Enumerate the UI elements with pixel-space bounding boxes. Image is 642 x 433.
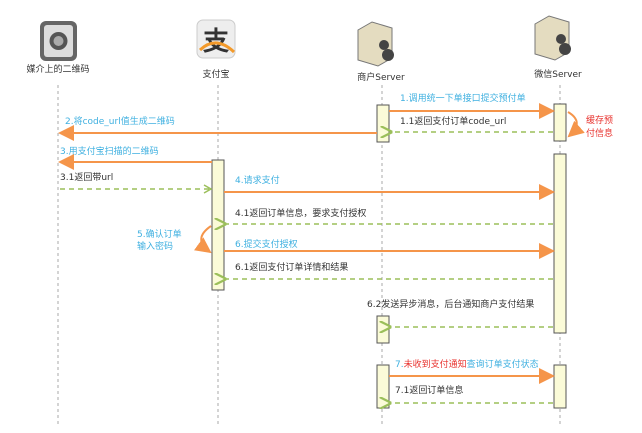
message-6-label: 6.提交支付授权 [235, 238, 298, 250]
participant-alipay-label: 支付宝 [202, 68, 229, 80]
message-1-1-label: 1.1返回支付订单code_url [400, 115, 506, 127]
activation-bar [553, 103, 567, 142]
cache-note-line1: 缓存预 [586, 114, 613, 126]
message-3-1-label: 3.1返回带url [60, 171, 113, 183]
participant-merchant-label: 商户Server [357, 71, 405, 83]
message-7-1-label: 7.1返回订单信息 [395, 384, 463, 396]
message-7-condition: 未收到支付通知 [404, 358, 467, 370]
message-5-self-arrow [193, 225, 212, 254]
message-7-label: 7.未收到支付通知查询订单支付状态 [395, 358, 539, 370]
participant-qr-label: 媒介上的二维码 [26, 63, 89, 75]
message-4-label: 4.请求支付 [235, 174, 280, 186]
message-1-label: 1.调用统一下单接口提交预付单 [400, 92, 526, 104]
wechat-server-icon [534, 15, 571, 61]
message-2-label: 2.将code_url值生成二维码 [65, 115, 175, 127]
activation-bar [211, 159, 225, 291]
alipay-icon: 支 [196, 19, 236, 59]
message-6-2-label: 6.2发送异步消息，后台通知商户支付结果 [367, 298, 534, 310]
message-5-label-line2: 输入密码 [137, 240, 173, 252]
cache-self-arrow [567, 111, 585, 138]
activation-bar [376, 315, 390, 344]
qr-code-icon [40, 21, 77, 61]
message-3-label: 3.用支付宝扫描的二维码 [60, 145, 159, 157]
arrowhead [203, 184, 213, 194]
message-5-label-line1: 5.确认订单 [137, 228, 182, 240]
message-4-1-label: 4.1返回订单信息，要求支付授权 [235, 207, 366, 219]
activation-bar [553, 364, 567, 409]
message-7-action: 查询订单支付状态 [467, 358, 539, 370]
activation-bar [376, 364, 390, 409]
merchant-server-icon [357, 21, 394, 67]
cache-note-line2: 付信息 [586, 127, 613, 139]
message-7-prefix: 7. [395, 360, 404, 370]
participant-wechat-label: 微信Server [534, 68, 582, 80]
activation-bar [376, 104, 390, 143]
message-6-1-label: 6.1返回支付订单详情和结果 [235, 261, 348, 273]
activation-bar [553, 153, 567, 334]
